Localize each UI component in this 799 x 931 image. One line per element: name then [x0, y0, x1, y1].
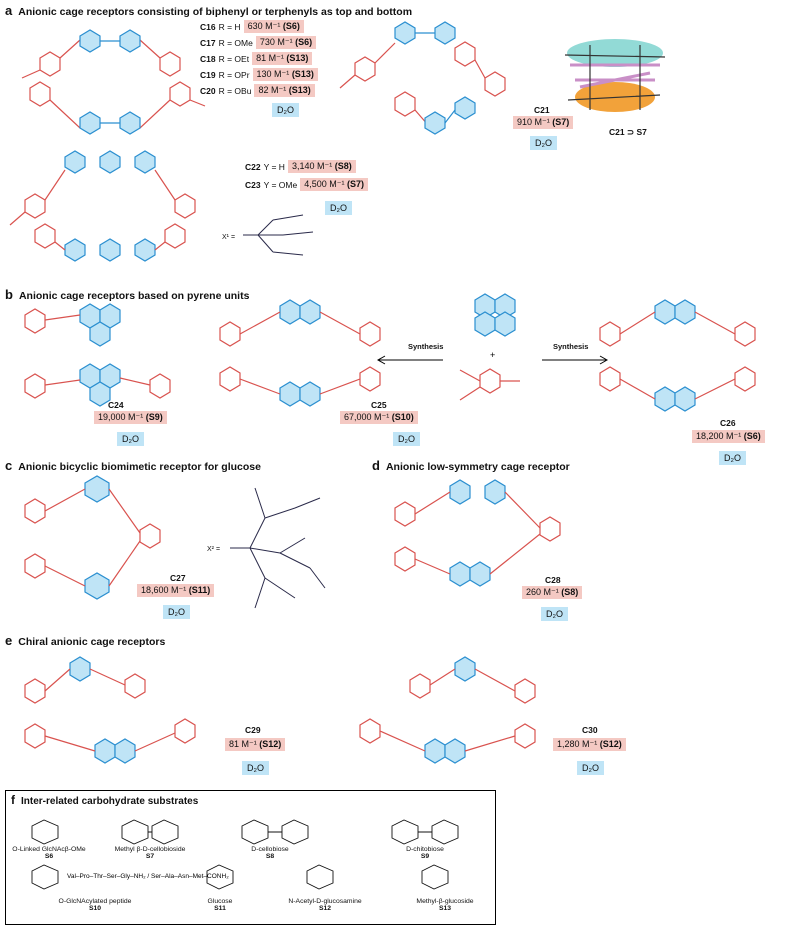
svg-text:+: + — [490, 350, 495, 360]
solvent-badge-c29: D₂O — [242, 761, 269, 775]
precursors-structure: + — [459, 293, 520, 401]
c27-binding: 18,600 M⁻¹ (S11) — [137, 584, 215, 597]
c21-s7-complex-model — [564, 39, 666, 112]
cage-c25-structure — [219, 299, 381, 407]
c28-binding: 260 M⁻¹ (S8) — [522, 586, 583, 599]
cage-c30-structure — [359, 656, 536, 764]
x2-definition: X² = — [207, 546, 221, 553]
x2-substituent-structure — [230, 487, 326, 609]
c25-label: C25 — [371, 400, 387, 410]
x1-definition: X¹ = — [222, 234, 236, 241]
c21-binding: 910 M⁻¹ (S7) — [513, 116, 574, 129]
c21-s7-complex-label: C21 ⊃ S7 — [609, 127, 647, 137]
c24-binding: 19,000 M⁻¹ (S9) — [94, 411, 167, 424]
synthesis-right-label: Synthesis — [553, 342, 589, 351]
cage-c16-structure — [21, 29, 206, 135]
c30-binding: 1,280 M⁻¹ (S12) — [553, 738, 626, 751]
solvent-badge-c28: D₂O — [541, 607, 568, 621]
solvent-badge-c21: D₂O — [530, 136, 557, 150]
substrates-panel — [5, 790, 496, 925]
c26-binding: 18,200 M⁻¹ (S6) — [692, 430, 765, 443]
cage-c24-structure — [24, 303, 171, 407]
cage-c28-structure — [394, 479, 561, 587]
solvent-badge-c16: D₂O — [272, 103, 299, 117]
c21-label: C21 — [534, 105, 550, 115]
cage-c21-structure — [339, 21, 506, 135]
section-letter: a — [5, 3, 13, 18]
synthesis-left-arrow — [376, 355, 443, 365]
synthesis-right-arrow — [542, 355, 609, 365]
solvent-badge-c27: D₂O — [163, 605, 190, 619]
synthesis-left-label: Synthesis — [408, 342, 444, 351]
cage-c29-structure — [24, 656, 196, 764]
cage-c27-structure — [24, 475, 161, 600]
solvent-badge-c26: D₂O — [719, 451, 746, 465]
x1-substituent-structure — [243, 214, 314, 256]
c29-label: C29 — [245, 725, 261, 735]
c28-label: C28 — [545, 575, 561, 585]
cage-c22-structure — [9, 150, 196, 262]
c27-label: C27 — [170, 573, 186, 583]
c29-binding: 81 M⁻¹ (S12) — [225, 738, 286, 751]
cage-c26-structure — [599, 299, 756, 412]
c25-binding: 67,000 M⁻¹ (S10) — [340, 411, 418, 424]
peptide-sequence: Val–Pro–Thr–Ser–Gly–NH₂ / Ser–Ala–Asn–Me… — [67, 873, 229, 880]
c24-label: C24 — [108, 400, 124, 410]
section-title: Anionic cage receptors consisting of bip… — [18, 6, 413, 18]
solvent-badge-c25: D₂O — [393, 432, 420, 446]
c30-label: C30 — [582, 725, 598, 735]
solvent-badge-c22: D₂O — [325, 201, 352, 215]
section-a-heading: a Anionic cage receptors consisting of bi… — [5, 3, 412, 18]
c26-label: C26 — [720, 418, 736, 428]
substrate-structures: Val–Pro–Thr–Ser–Gly–NH₂ / Ser–Ala–Asn–Me… — [31, 819, 459, 890]
solvent-badge-c24: D₂O — [117, 432, 144, 446]
solvent-badge-c30: D₂O — [577, 761, 604, 775]
